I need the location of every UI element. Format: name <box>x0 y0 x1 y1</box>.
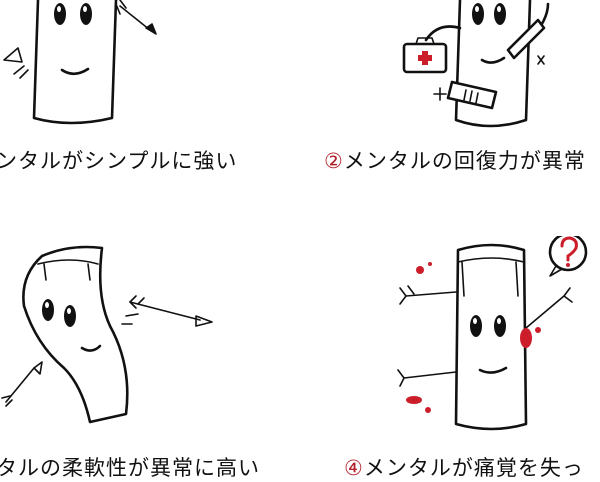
arrow-icon <box>115 0 157 35</box>
arrow-icon <box>129 295 213 327</box>
panel-2-illustration <box>402 0 550 128</box>
caption-2-number: ② <box>324 149 344 173</box>
sparkle-icon <box>433 87 447 101</box>
panel-4: ④メンタルが痛覚を失っ <box>300 236 600 480</box>
caption-1: ンタルがシンプルに強い <box>0 149 238 173</box>
mental-body <box>22 245 129 424</box>
arrow-icon <box>397 369 457 387</box>
mental-body <box>32 0 118 125</box>
mental-body <box>454 0 532 128</box>
caption-4-number: ④ <box>344 456 364 480</box>
broken-arrow-icon <box>3 47 29 79</box>
caption-3: タルの柔軟性が異常に高い <box>0 456 260 480</box>
arrow-icon <box>1 361 43 407</box>
bandage-icon <box>446 80 498 110</box>
panel-3: タルの柔軟性が異常に高い <box>0 236 300 480</box>
panel-4-illustration <box>397 236 588 431</box>
panel-2: ②メンタルの回復力が異常 <box>300 0 600 236</box>
arrow-icon <box>399 285 457 305</box>
sparkle-icon <box>537 55 545 65</box>
panel-3-illustration <box>1 245 213 424</box>
right-eye <box>80 3 92 25</box>
blood-splatter-icon <box>406 262 541 413</box>
panel-1: ンタルがシンプルに強い <box>0 0 300 236</box>
caption-4: ④メンタルが痛覚を失っ <box>344 456 584 480</box>
first-aid-kit-icon <box>402 37 448 74</box>
left-eye <box>54 3 66 25</box>
caption-2: ②メンタルの回復力が異常 <box>324 149 586 173</box>
mental-body <box>454 243 528 431</box>
bandage-icon <box>506 18 546 60</box>
panel-1-illustration <box>3 0 157 125</box>
question-bubble-icon <box>548 236 588 277</box>
smile <box>60 67 90 76</box>
arrow-icon <box>525 287 573 329</box>
